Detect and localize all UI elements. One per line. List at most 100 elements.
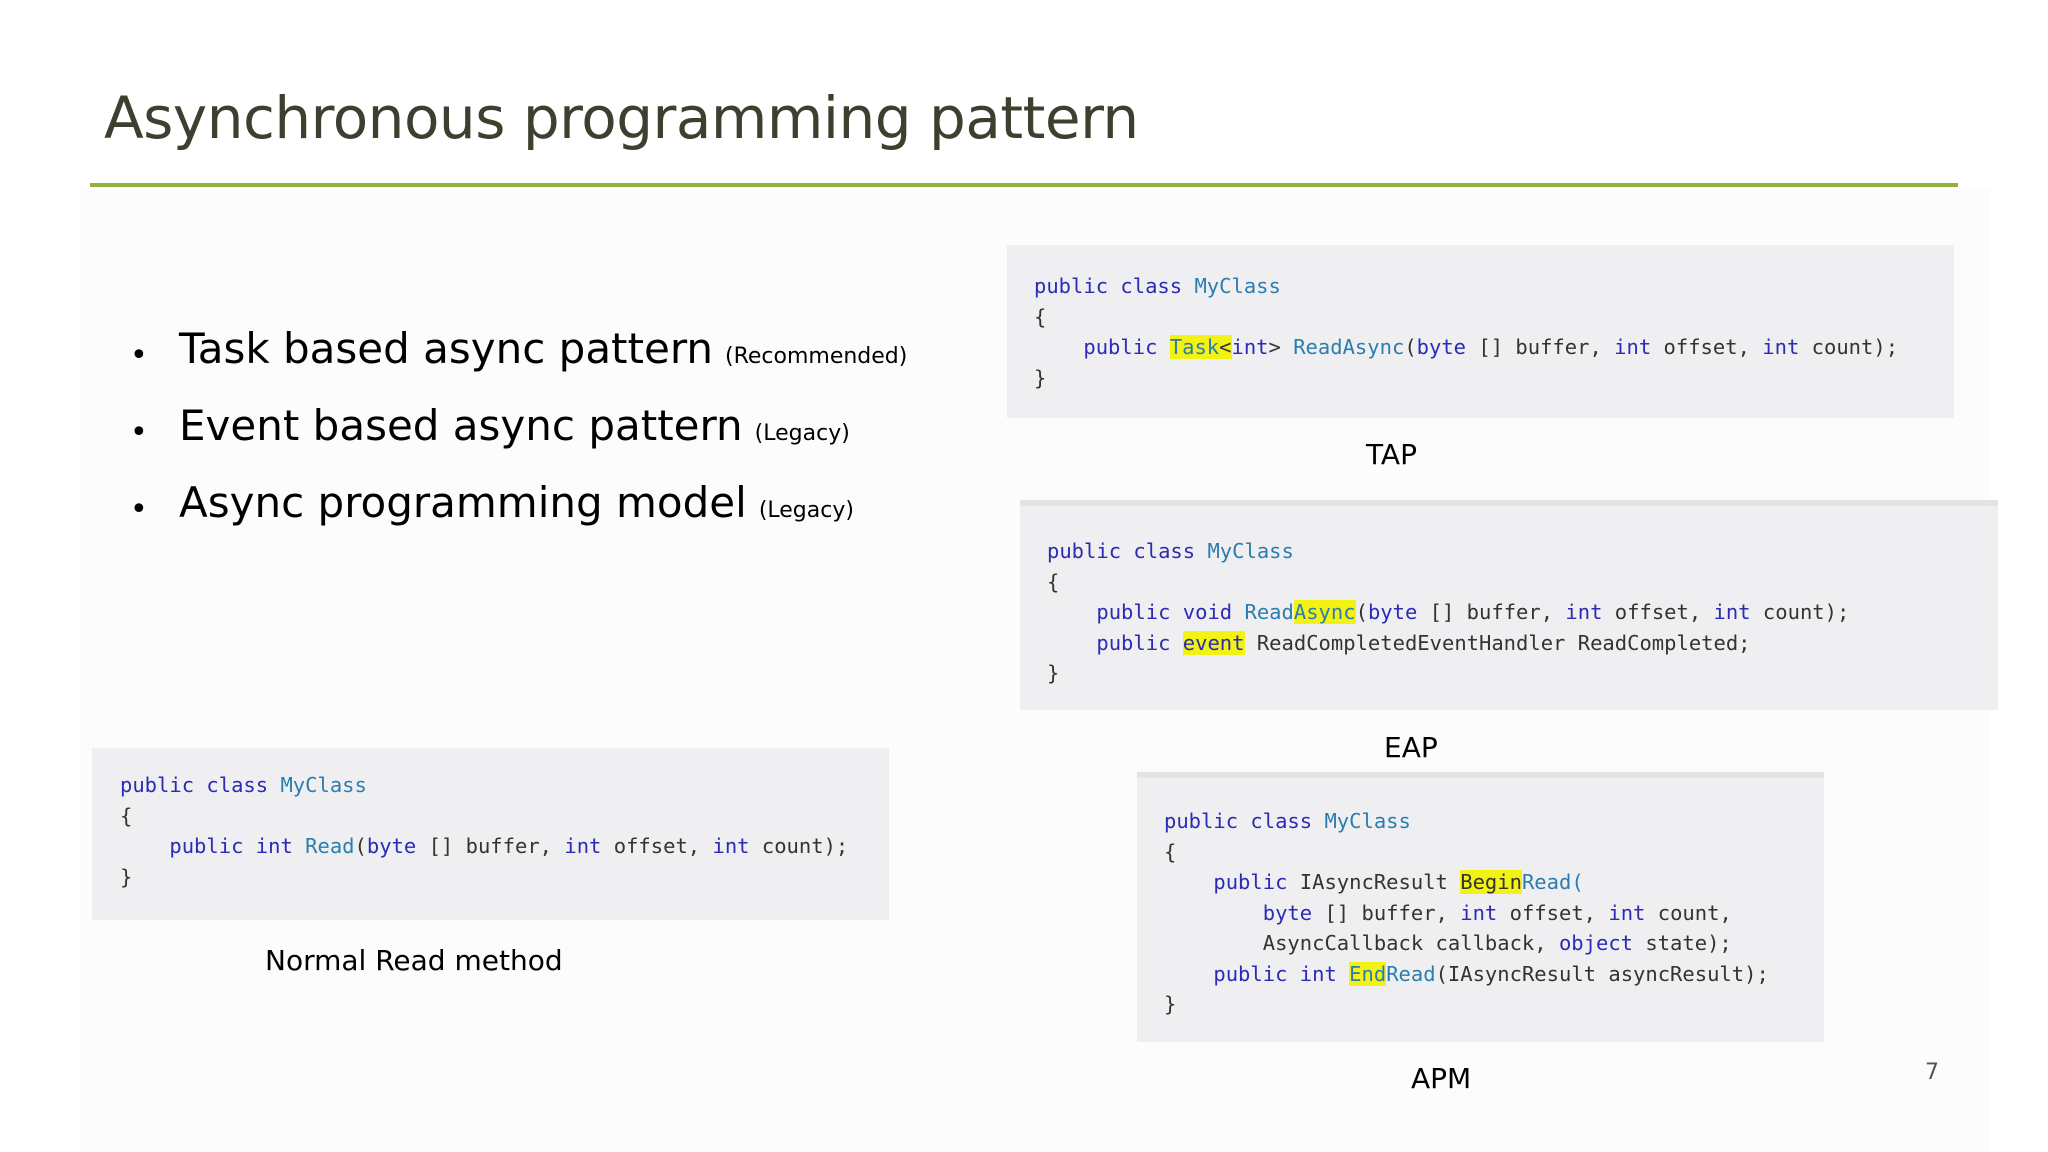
code-token: ( <box>1355 600 1368 624</box>
code-token: offset, <box>1497 900 1609 925</box>
code-token: int <box>1299 961 1337 986</box>
code-token: public <box>1096 600 1171 624</box>
code-token: void <box>1182 600 1233 624</box>
code-line: } <box>1047 661 1060 685</box>
code-token: public <box>1083 335 1158 359</box>
code-line: } <box>120 864 133 889</box>
bullet-note: (Legacy) <box>758 498 854 523</box>
code-line: { <box>1034 304 1047 329</box>
code-line: public void ReadAsync(byte [] buffer, in… <box>1047 597 1998 628</box>
code-line: public Task<int> ReadAsync(byte [] buffe… <box>1034 332 1954 363</box>
code-token: int <box>255 834 293 858</box>
code-token: [] buffer, <box>1429 600 1566 624</box>
code-token: AsyncCallback callback, <box>1262 931 1559 955</box>
code-token: byte <box>366 834 417 858</box>
bullet-dot-icon: • <box>130 492 148 527</box>
code-token: count); <box>1799 335 1899 359</box>
code-line: public class MyClass <box>120 770 889 801</box>
code-line: public IAsyncResult BeginRead( <box>1164 867 1824 898</box>
code-token: byte <box>1262 900 1313 925</box>
code-token: int <box>1713 600 1751 624</box>
code-token: Read <box>1386 961 1436 986</box>
code-token: ( <box>354 834 367 858</box>
code-token: byte <box>1367 600 1418 624</box>
code-token: < <box>1219 335 1232 359</box>
code-token: public <box>1213 961 1288 986</box>
code-token: class <box>1120 274 1183 298</box>
eap-code-block: public class MyClass { public void ReadAs… <box>1020 500 1998 710</box>
code-token: [] buffer, <box>416 834 565 858</box>
code-token: object <box>1558 931 1634 955</box>
code-token: class <box>1250 809 1313 833</box>
code-token: MyClass <box>1207 539 1294 563</box>
code-token: int <box>1762 335 1800 359</box>
bullet-dot-icon: • <box>130 338 148 373</box>
eap-caption: EAP <box>1384 731 1438 764</box>
code-token: state); <box>1633 931 1732 955</box>
code-token: public <box>1213 870 1288 894</box>
code-token: Read <box>1244 600 1294 624</box>
code-token: ReadAsync <box>1293 335 1405 359</box>
slide-title: Asynchronous programming pattern <box>104 84 1139 152</box>
code-token: (IAsyncResult asyncResult); <box>1435 961 1769 986</box>
code-line: { <box>1164 839 1177 864</box>
code-token: count); <box>1750 600 1850 624</box>
code-token: count); <box>749 834 849 858</box>
bullet-text: Task based async pattern <box>179 324 713 373</box>
normal-read-code-block: public class MyClass{ public int Read(by… <box>92 748 889 920</box>
code-token: int <box>1231 335 1269 359</box>
bullet-dot-icon: • <box>130 415 148 450</box>
code-token: class <box>206 773 269 797</box>
code-line: public int EndRead(IAsyncResult asyncRes… <box>1164 959 1824 990</box>
code-token: [] buffer, <box>1478 335 1615 359</box>
tap-caption: TAP <box>1366 438 1417 471</box>
code-token: public <box>120 773 195 797</box>
bullet-note: (Recommended) <box>724 344 908 369</box>
code-token: int <box>712 834 750 858</box>
apm-code-block: public class MyClass{ public IAsyncResul… <box>1137 772 1824 1042</box>
code-token: Task <box>1169 335 1220 359</box>
code-token: ( <box>1404 335 1417 359</box>
code-line: { <box>1047 569 1060 594</box>
code-line: public class MyClass <box>1034 271 1954 302</box>
code-token: IAsyncResult <box>1299 870 1461 894</box>
normal-read-caption: Normal Read method <box>265 944 563 977</box>
code-token: public <box>169 834 244 858</box>
page-number: 7 <box>1925 1060 1939 1085</box>
code-highlight: event <box>1182 630 1245 655</box>
code-token: int <box>1565 600 1603 624</box>
code-token: Read <box>305 834 355 858</box>
code-token: public <box>1164 809 1239 833</box>
code-token: public <box>1047 539 1122 563</box>
code-token: > <box>1268 335 1281 359</box>
code-token: MyClass <box>1194 274 1281 298</box>
code-line: public int Read(byte [] buffer, int offs… <box>120 831 889 862</box>
code-token: int <box>1614 335 1652 359</box>
tap-code-block: public class MyClass{ public Task<int> R… <box>1007 245 1954 418</box>
code-token: int <box>1608 900 1646 925</box>
code-line: public event ReadCompletedEventHandler R… <box>1047 628 1998 659</box>
apm-caption: APM <box>1411 1062 1472 1095</box>
code-token: int <box>1460 900 1498 925</box>
code-token: ReadCompletedEventHandler ReadCompleted; <box>1244 630 1751 655</box>
code-token: class <box>1133 539 1196 563</box>
title-divider <box>90 183 1958 187</box>
code-token: byte <box>1416 335 1467 359</box>
code-token: Read( <box>1521 870 1584 894</box>
code-token: public <box>1034 274 1109 298</box>
code-token: offset, <box>601 834 713 858</box>
code-token: int <box>564 834 602 858</box>
code-line: } <box>1034 365 1047 390</box>
code-token: offset, <box>1602 600 1714 624</box>
code-line: public class MyClass <box>1164 806 1824 837</box>
bullet-note: (Legacy) <box>754 421 850 446</box>
code-token: offset, <box>1651 335 1763 359</box>
code-token: public <box>1096 630 1171 655</box>
code-line: AsyncCallback callback, object state); <box>1164 928 1824 959</box>
code-line: } <box>1164 992 1177 1016</box>
bullet-text: Async programming model <box>179 478 747 527</box>
code-highlight: End <box>1349 961 1387 986</box>
code-highlight: Begin <box>1460 870 1522 894</box>
code-token: MyClass <box>280 773 367 797</box>
code-token: [] buffer, <box>1312 900 1461 925</box>
